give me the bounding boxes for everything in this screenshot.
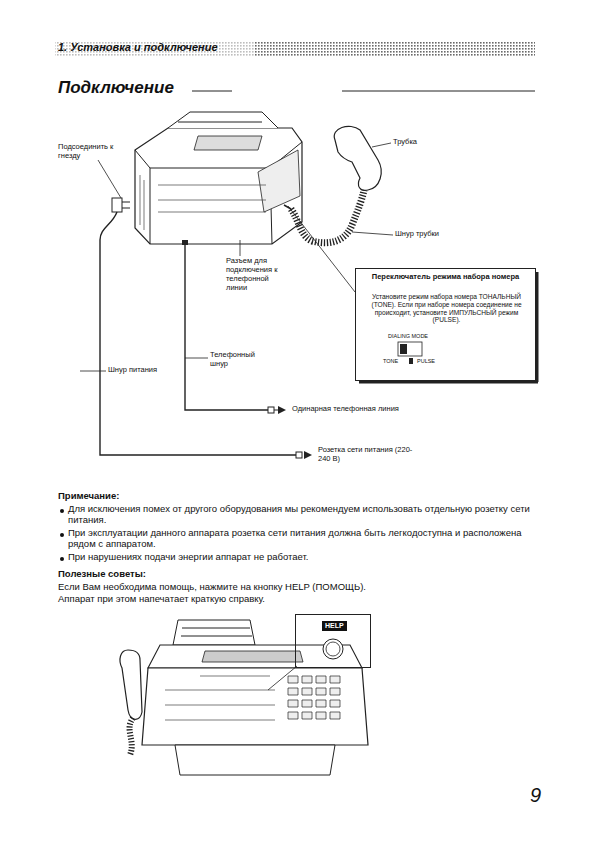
part-label: Телефонный шнур bbox=[210, 351, 270, 369]
inset-box: HELP bbox=[295, 614, 371, 668]
fax-front bbox=[142, 668, 368, 745]
leader-line bbox=[372, 143, 391, 147]
switch-label: TONE bbox=[383, 358, 398, 364]
paper-exit bbox=[175, 745, 335, 775]
fax-body bbox=[135, 128, 302, 244]
node-heading: Переключатель режима набора номера bbox=[360, 273, 531, 282]
leader-line bbox=[352, 232, 393, 235]
control-panel bbox=[194, 136, 262, 150]
leader-line bbox=[288, 206, 355, 292]
switch-knob bbox=[400, 344, 407, 354]
handset bbox=[120, 650, 142, 719]
tips-heading: Полезные советы: bbox=[58, 568, 146, 579]
display-panel bbox=[202, 651, 303, 662]
part-label: Розетка сети питания (220-240 В) bbox=[318, 446, 418, 464]
line-jack bbox=[182, 240, 188, 245]
note-text: При эксплуатации данного аппарата розетк… bbox=[68, 527, 536, 549]
leader-line bbox=[98, 160, 121, 198]
node-body: Установите режим набора номера ТОНАЛЬНЫЙ… bbox=[371, 293, 522, 324]
page-number: 9 bbox=[530, 784, 541, 808]
bullet-dot bbox=[60, 557, 64, 561]
help-button bbox=[323, 639, 343, 659]
part-label: Шнур трубки bbox=[395, 230, 439, 239]
power-plug bbox=[112, 198, 122, 212]
paper-guide bbox=[168, 112, 278, 128]
switch-mark bbox=[409, 358, 413, 364]
page-title: Подключение bbox=[58, 78, 174, 98]
title-rule bbox=[192, 91, 232, 92]
paper-top bbox=[173, 620, 255, 645]
cord-connector bbox=[296, 452, 302, 458]
part-label: Шнур питания bbox=[108, 366, 157, 375]
coiled-cord bbox=[291, 190, 364, 243]
note-text: Для исключения помех от другого оборудов… bbox=[68, 503, 536, 525]
handset-cradle bbox=[258, 150, 300, 212]
part-label: Разъем для подключения к телефонной лини… bbox=[226, 257, 288, 292]
help-button bbox=[326, 642, 340, 656]
note-text: При нарушениях подачи энергии аппарат не… bbox=[68, 551, 536, 562]
bullet-dot bbox=[60, 533, 64, 537]
power-cord bbox=[100, 212, 296, 455]
part-label: Одинарная телефонная линия bbox=[292, 405, 399, 414]
handset bbox=[334, 126, 381, 190]
switch-label: PULSE bbox=[417, 358, 435, 364]
title-rule bbox=[342, 91, 535, 92]
coiled-cord bbox=[130, 718, 133, 755]
leader-line bbox=[185, 358, 208, 359]
leader-line bbox=[240, 240, 241, 256]
header-band bbox=[255, 41, 535, 56]
callout-box: Переключатель режима набора номераУстано… bbox=[355, 268, 536, 381]
tips-text: Если Вам необходима помощь, нажмите на к… bbox=[58, 581, 538, 592]
switch-label: DIALING MODE bbox=[388, 333, 428, 339]
keypad bbox=[288, 676, 340, 719]
switch-symbol bbox=[398, 342, 422, 356]
section-header: 1. Установка и подключение bbox=[58, 41, 218, 54]
header-band bbox=[55, 41, 255, 56]
fax-detail bbox=[140, 175, 266, 230]
cord-connector bbox=[268, 407, 274, 413]
plug-prong bbox=[122, 202, 130, 208]
fax-detail bbox=[165, 676, 275, 720]
arrow-shaft bbox=[274, 410, 278, 411]
part-label: Подсоединить к гнезду bbox=[58, 143, 120, 161]
fax-edge bbox=[135, 142, 302, 244]
tips-text: Аппарат при этом напечатает краткую спра… bbox=[58, 593, 538, 604]
leader-line bbox=[268, 666, 297, 690]
part-label: Трубка bbox=[393, 138, 417, 147]
bullet-dot bbox=[60, 509, 64, 513]
arrow-head bbox=[304, 451, 312, 459]
node-heading: HELP bbox=[322, 621, 347, 631]
note-heading: Примечание: bbox=[58, 490, 119, 501]
arrow-head bbox=[278, 406, 286, 414]
leader-line bbox=[80, 371, 106, 372]
